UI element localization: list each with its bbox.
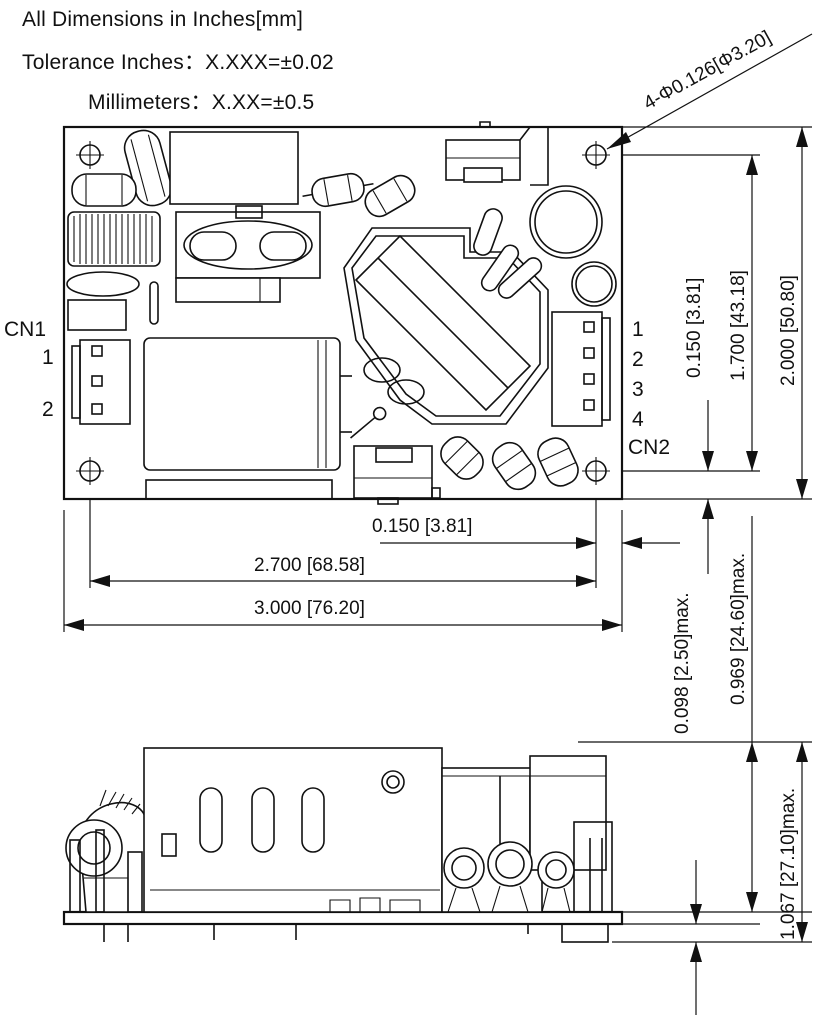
jumper-diagonal [350, 406, 387, 439]
capacitor-small-3 [537, 437, 579, 487]
cn2-pin-2: 2 [632, 348, 644, 371]
capacitor-small-2 [491, 441, 537, 491]
dim-right-hole-offset: 0.150 [3.81] [372, 516, 472, 537]
capacitor-round-small [571, 261, 617, 307]
resistor-small-2 [364, 174, 416, 218]
heatsink-clip [445, 121, 549, 186]
jumper-wire [149, 281, 159, 325]
cn1-label: CN1 [4, 318, 46, 341]
toroid-choke [67, 211, 161, 267]
dim-height-total: 2.000 [50.80] [778, 275, 799, 386]
pcb-side [62, 910, 624, 926]
dim-overall-height: 1.067 [27.10]max. [778, 788, 799, 940]
capacitor-round-large [529, 185, 603, 259]
common-mode-choke [175, 205, 321, 303]
toroid-choke-side [65, 789, 147, 913]
dim-height-holes: 1.700 [43.18] [728, 270, 749, 381]
mounting-hole-top-left [76, 141, 104, 169]
main-heatsink-side [143, 747, 443, 913]
cn2-pin-3: 3 [632, 378, 644, 401]
mosfet-bottom [353, 445, 441, 505]
dim-component-height: 0.969 [24.60]max. [728, 553, 749, 705]
mounting-hole-top-right [582, 141, 610, 169]
tolerance-mm-note: Millimeters：X.XX=±0.5 [88, 91, 315, 114]
units-note: All Dimensions in Inches[mm] [22, 8, 304, 31]
bulk-capacitor [143, 337, 352, 471]
cn2-pin-1: 1 [632, 318, 644, 341]
capacitor-small-1 [440, 436, 484, 480]
cn1-pin-2: 2 [42, 398, 54, 421]
cn2-pins-side [561, 923, 609, 943]
thermistor [67, 299, 127, 331]
top-view: CN1 1 2 1 2 3 4 CN2 4-Φ0.126[Φ3.20] [4, 27, 813, 505]
mounting-hole-bottom-right [582, 457, 610, 485]
dim-bottom-hole-offset: 0.150 [3.81] [684, 278, 705, 378]
dim-width-total: 3.000 [76.20] [254, 598, 365, 619]
bottom-heatsink [145, 479, 333, 500]
cn1-connector [71, 339, 131, 425]
cn1-pin-1: 1 [42, 346, 54, 369]
cn2-connector [551, 311, 611, 427]
tolerance-inches-note: Tolerance Inches：X.XXX=±0.02 [22, 51, 334, 74]
varistor-disc [66, 271, 140, 297]
top-view-dimensions: 0.150 [3.81] 2.700 [68.58] 3.000 [76.20]… [63, 126, 812, 632]
cn2-label: CN2 [628, 436, 670, 459]
mounting-hole-bottom-left [76, 457, 104, 485]
resistor-left [71, 173, 137, 207]
side-view [62, 747, 624, 943]
hole-callout: 4-Φ0.126[Φ3.20] [640, 27, 775, 114]
x-capacitor [169, 131, 299, 205]
transformer-wire-1 [473, 208, 503, 256]
dim-pin-protrusion: 0.098 [2.50]max. [672, 592, 693, 734]
pcb-outline [62, 125, 624, 501]
cn2-pin-4: 4 [632, 408, 644, 431]
side-view-dimensions: 0.098 [2.50]max. 0.969 [24.60]max. 1.067… [578, 516, 812, 1015]
small-caps-side [443, 841, 575, 913]
transformer-wire-2 [480, 244, 520, 292]
hole-callout-leader [606, 33, 813, 150]
dim-width-holes: 2.700 [68.58] [254, 555, 365, 576]
transformer-side [441, 755, 613, 913]
transformer-wire-3 [497, 257, 543, 299]
resistor-small-1 [302, 172, 374, 208]
